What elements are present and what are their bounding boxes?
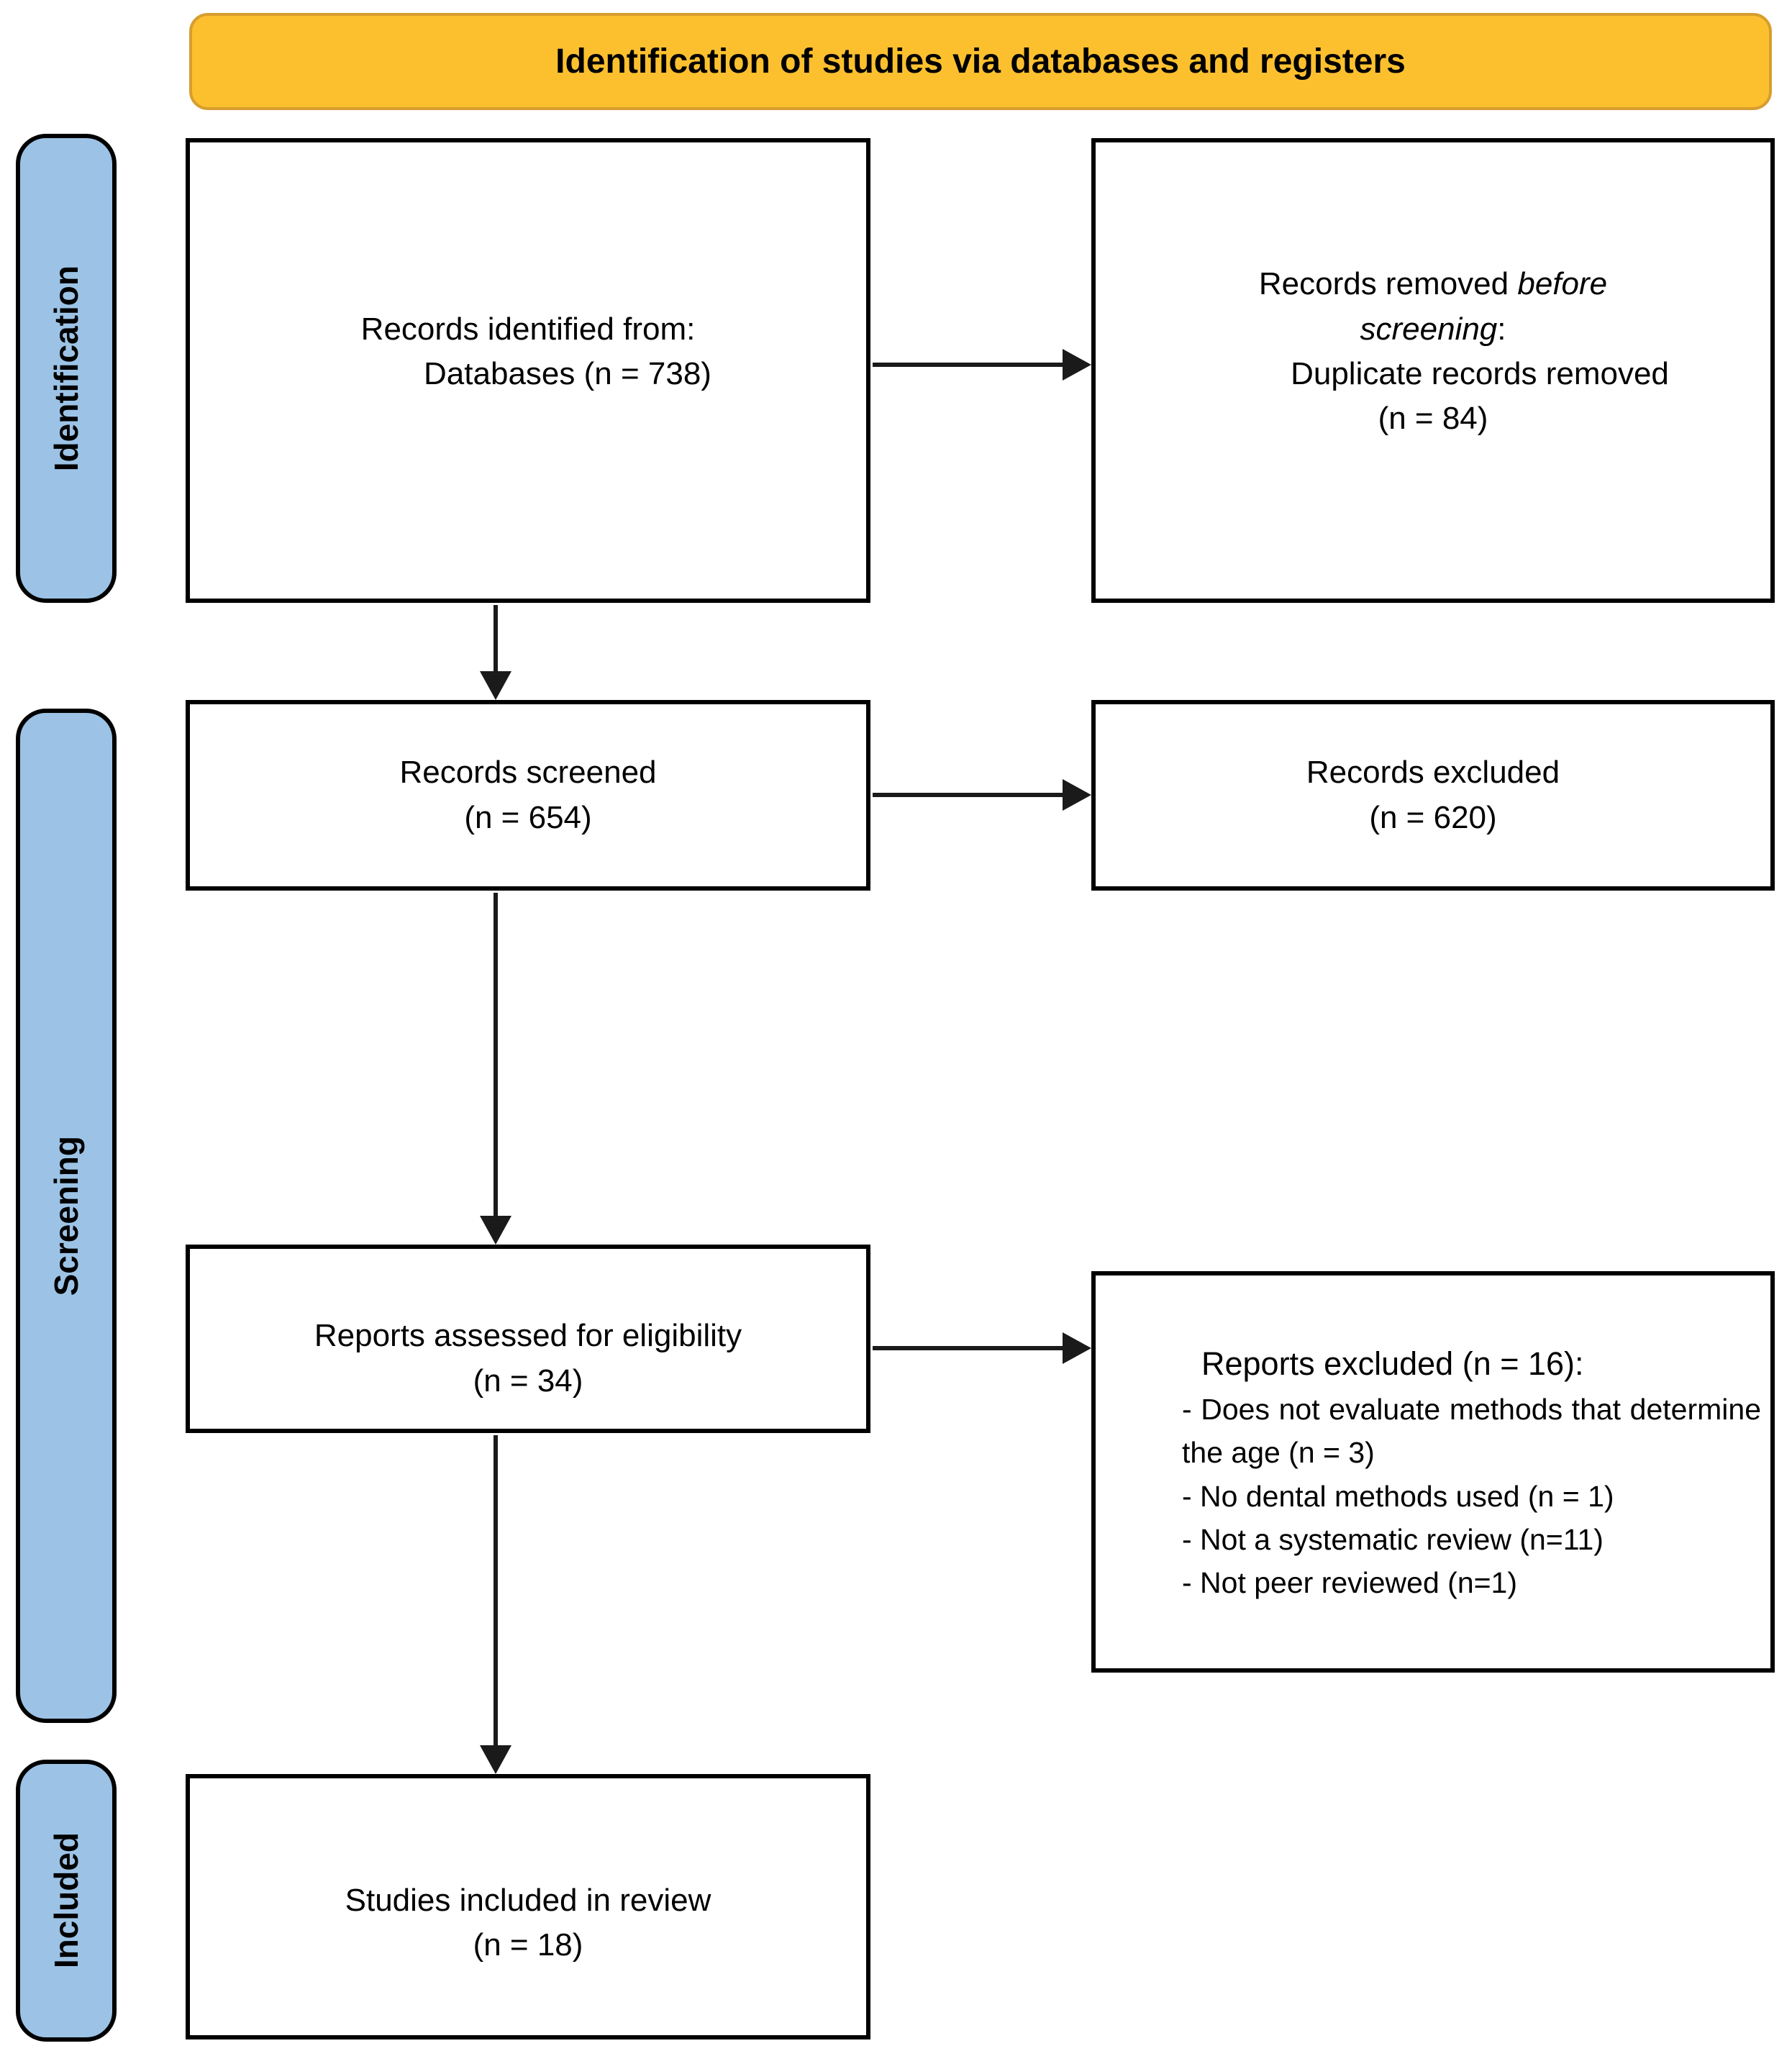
banner: Identification of studies via databases … bbox=[189, 13, 1772, 110]
studies-included-line2: (n = 18) bbox=[473, 1927, 583, 1963]
stage-label-screening: Screening bbox=[16, 709, 117, 1723]
stage-label-identification: Identification bbox=[16, 134, 117, 603]
reports-excluded-item: - Not peer reviewed (n=1) bbox=[1182, 1566, 1518, 1600]
records-screened-line1: Records screened bbox=[399, 755, 657, 791]
stage-label-screening-text: Screening bbox=[47, 1135, 85, 1296]
arrow-line bbox=[494, 893, 498, 1217]
stage-label-included: Included bbox=[16, 1760, 117, 2042]
arrowhead-down-icon bbox=[480, 1745, 511, 1774]
box-records-identified: Records identified from: Databases (n = … bbox=[186, 138, 870, 603]
box-studies-included: Studies included in review (n = 18) bbox=[186, 1774, 870, 2039]
box-records-excluded: Records excluded (n = 620) bbox=[1091, 700, 1775, 891]
reports-assessed-line2: (n = 34) bbox=[473, 1363, 583, 1399]
banner-title: Identification of studies via databases … bbox=[555, 42, 1406, 81]
reports-excluded-item: - Not a systematic review (n=11) bbox=[1182, 1522, 1604, 1556]
records-removed-line1: Records removed before bbox=[1258, 266, 1608, 302]
arrow-line bbox=[873, 1346, 1063, 1350]
box-records-removed: Records removed before screening: Duplic… bbox=[1091, 138, 1775, 603]
studies-included-line1: Studies included in review bbox=[345, 1882, 711, 1918]
records-identified-line2: Databases (n = 738) bbox=[424, 356, 711, 391]
box-reports-assessed: Reports assessed for eligibility (n = 34… bbox=[186, 1245, 870, 1433]
records-excluded-line1: Records excluded bbox=[1306, 755, 1560, 791]
arrow-line bbox=[873, 793, 1063, 797]
records-identified-line1: Records identified from: bbox=[360, 311, 696, 347]
arrowhead-right-icon bbox=[1063, 349, 1091, 381]
reports-excluded-item: - Does not evaluate methods that determi… bbox=[1182, 1393, 1761, 1470]
arrowhead-down-icon bbox=[480, 1216, 511, 1245]
records-screened-line2: (n = 654) bbox=[464, 799, 592, 835]
stage-label-identification-text: Identification bbox=[47, 265, 85, 472]
reports-excluded-items: - Does not evaluate methods that determi… bbox=[1182, 1388, 1761, 1604]
reports-excluded-item: - No dental methods used (n = 1) bbox=[1182, 1479, 1614, 1513]
records-excluded-line2: (n = 620) bbox=[1369, 799, 1497, 835]
box-reports-excluded: Reports excluded (n = 16): - Does not ev… bbox=[1091, 1271, 1775, 1673]
stage-label-included-text: Included bbox=[47, 1832, 85, 1969]
arrow-line bbox=[494, 1435, 498, 1747]
arrowhead-right-icon bbox=[1063, 779, 1091, 811]
records-removed-line3: Duplicate records removed bbox=[1291, 356, 1669, 391]
arrowhead-down-icon bbox=[480, 671, 511, 700]
reports-excluded-title: Reports excluded (n = 16): bbox=[1201, 1345, 1584, 1382]
reports-assessed-line1: Reports assessed for eligibility bbox=[314, 1318, 742, 1354]
records-removed-line4: (n = 84) bbox=[1378, 401, 1488, 437]
arrow-line bbox=[494, 605, 498, 673]
records-removed-line2: screening: bbox=[1360, 311, 1506, 347]
box-records-screened: Records screened (n = 654) bbox=[186, 700, 870, 891]
arrowhead-right-icon bbox=[1063, 1332, 1091, 1364]
arrow-line bbox=[873, 363, 1063, 367]
